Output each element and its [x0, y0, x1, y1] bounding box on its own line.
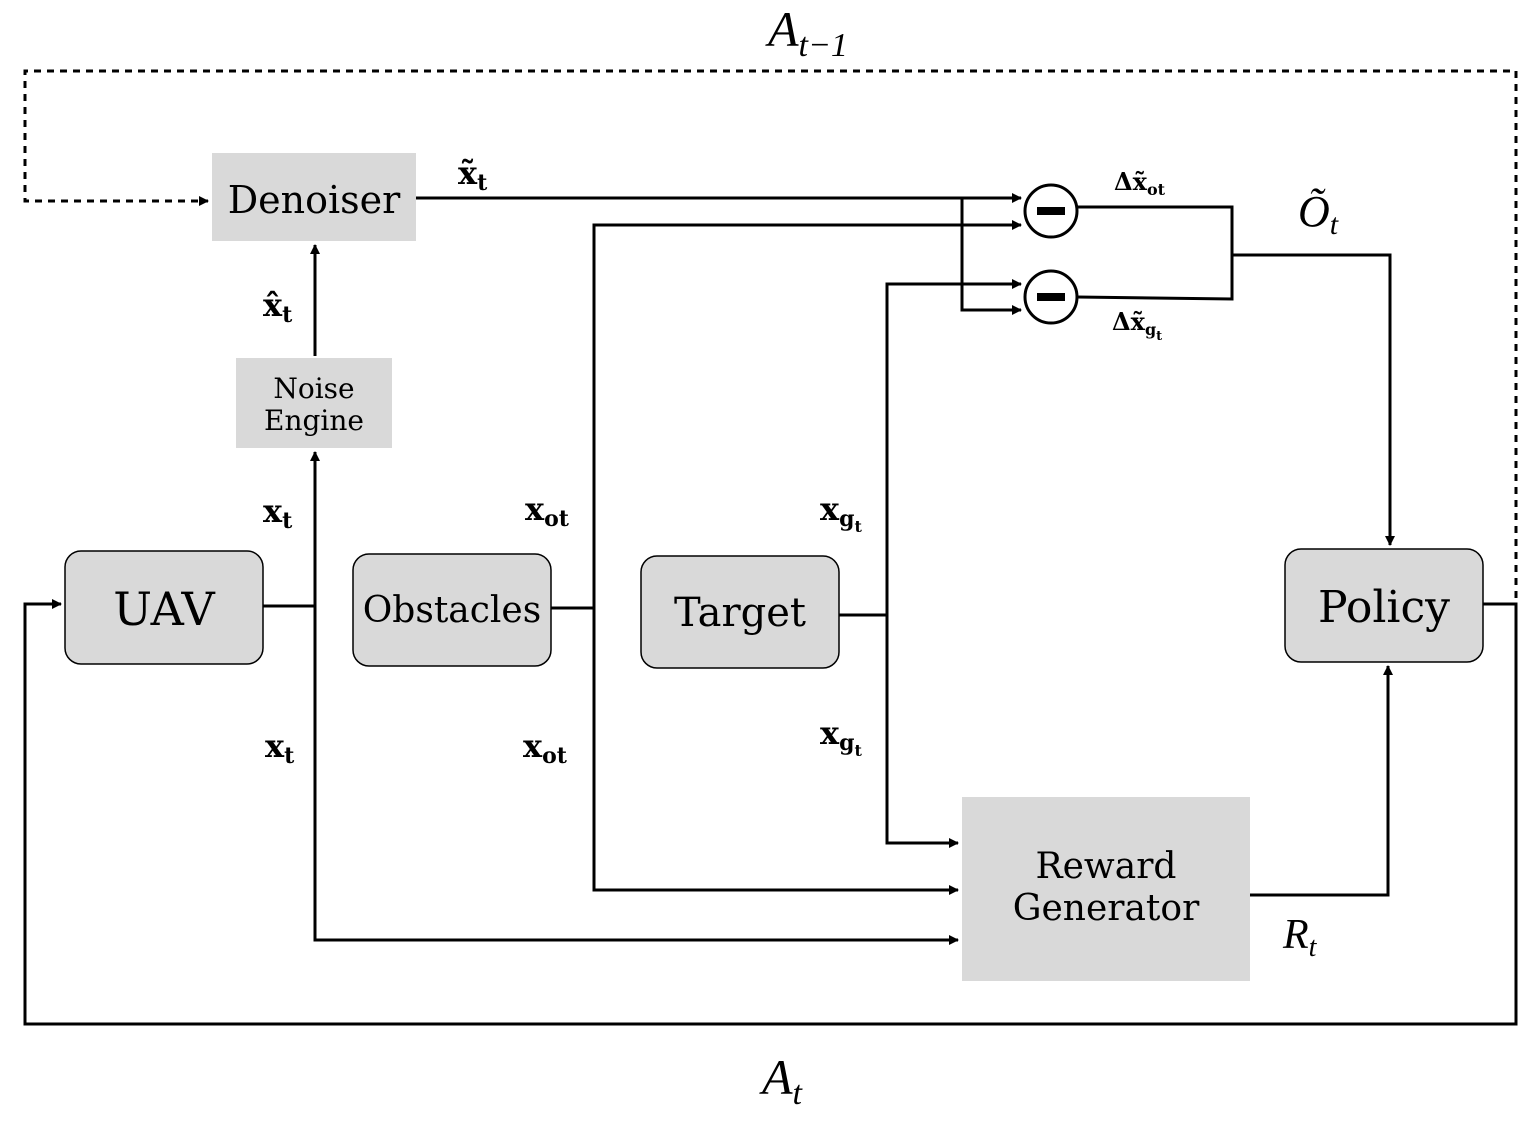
policy-label: Policy [1318, 582, 1450, 633]
target-state-label-lower: xgt [820, 714, 862, 760]
obstacle-difference-label: Δx̃ot [1114, 167, 1166, 199]
noise-engine-label-1: Noise [273, 372, 354, 405]
subtract-node-obstacle [1023, 183, 1079, 239]
reward-generator-label-2: Generator [1013, 888, 1200, 929]
observation-label: Õt [1298, 187, 1339, 241]
obstacles-to-reward-line [592, 608, 959, 895]
uav-to-reward-line [313, 606, 959, 945]
obstacle-difference-line [1076, 205, 1234, 301]
uav-state-label-lower: xt [265, 727, 295, 769]
uav-block: UAV [64, 550, 264, 665]
obstacles-to-subtract-line [592, 220, 1022, 608]
reward-line [1250, 665, 1393, 897]
reward-label: Rt [1282, 912, 1318, 963]
previous-action-label: At−1 [765, 1, 848, 64]
noisy-state-label: x̂t [263, 286, 293, 328]
obstacles-block: Obstacles [352, 553, 552, 667]
denoised-state-label: x̃t [458, 154, 488, 196]
target-to-reward-line [885, 615, 959, 848]
obstacles-label: Obstacles [363, 590, 541, 631]
target-to-subtract-line [885, 279, 1022, 615]
action-line [23, 599, 1518, 1026]
target-block: Target [640, 555, 840, 669]
policy-block: Policy [1284, 548, 1484, 663]
observation-line [1232, 253, 1395, 546]
uav-state-label-upper: xt [263, 492, 293, 534]
reward-generator-label-1: Reward [1036, 846, 1177, 887]
target-label: Target [674, 590, 806, 636]
feedback-previous-action-line [23, 69, 1518, 606]
uav-label: UAV [113, 582, 215, 636]
target-state-label-upper: xgt [820, 490, 862, 536]
denoiser-label: Denoiser [228, 178, 401, 222]
denoised-state-branch-line [960, 198, 1022, 315]
reward-generator-block: Reward Generator [962, 797, 1250, 981]
noise-engine-label-2: Engine [264, 404, 364, 437]
action-label: At [759, 1049, 804, 1112]
obstacle-state-label-lower: xot [523, 727, 568, 769]
denoiser-block: Denoiser [212, 153, 416, 241]
obstacle-state-label-upper: xot [525, 490, 570, 532]
subtract-node-target [1023, 269, 1079, 325]
noise-engine-block: Noise Engine [236, 358, 392, 448]
target-difference-label: Δx̃gt [1112, 307, 1162, 344]
